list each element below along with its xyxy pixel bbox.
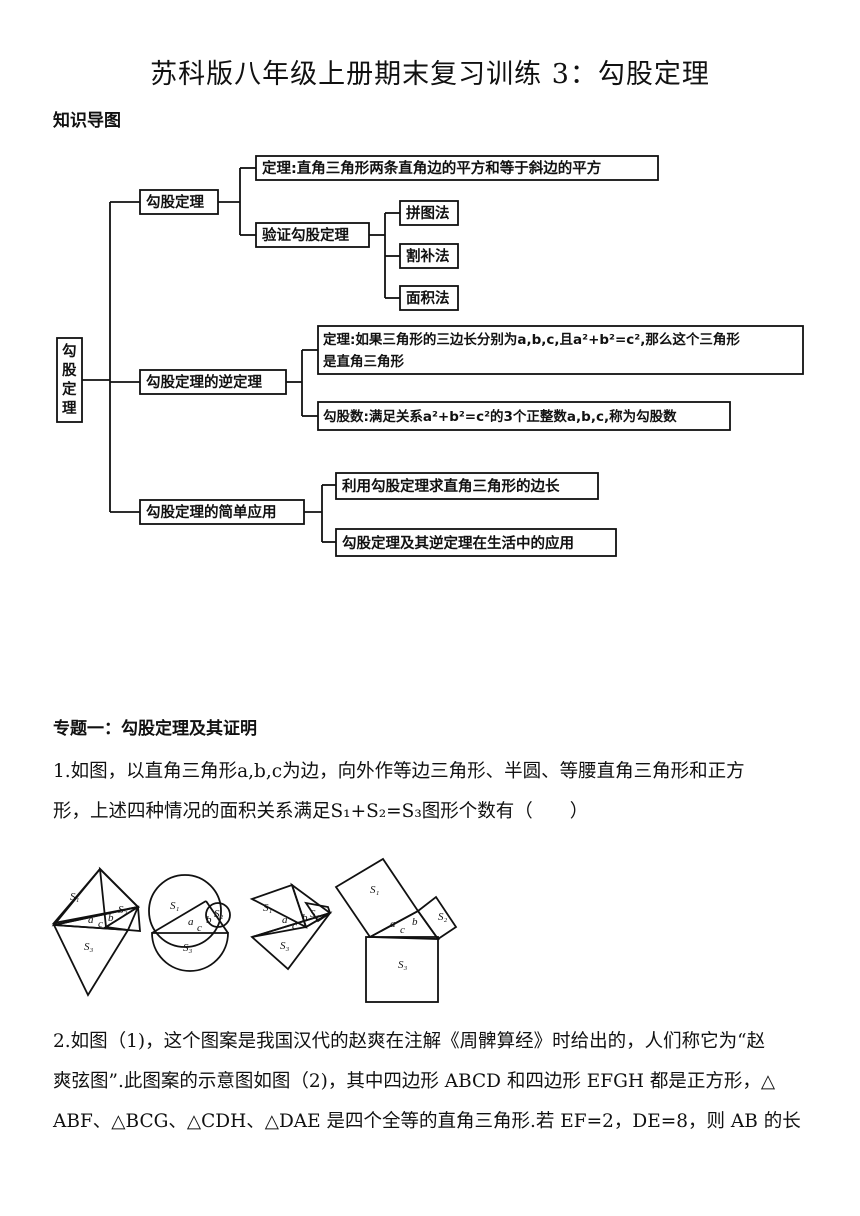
fig-d-s2: S₂ <box>438 911 448 923</box>
converse-theorem-line1: 定理:如果三角形的三边长分别为a,b,c,且a²+b²=c²,那么这个三角形 <box>323 331 740 348</box>
fig-a-s1: S₁ <box>70 891 80 903</box>
method-box-2 <box>399 243 459 269</box>
triple-box <box>317 401 731 431</box>
fig-b-s3: S₃ <box>183 942 193 954</box>
fig-a-s2: S₂ <box>118 904 128 916</box>
fig-b-c: c <box>197 922 202 934</box>
theorem1-text: 定理:直角三角形两条直角边的平方和等于斜边的平方 <box>262 159 601 177</box>
q1-line2: 形，上述四种情况的面积关系满足S₁+S₂=S₃图形个数有（ ） <box>53 801 589 822</box>
fig-c-s2: S₂ <box>310 908 320 920</box>
fig-b-a: a <box>188 916 194 928</box>
q1-line1: 1.如图，以直角三角形a,b,c为边，向外作等边三角形、半圆、等腰直角三角形和正… <box>53 761 745 782</box>
figure-isosceles-right <box>249 882 333 971</box>
method-box-3 <box>399 285 459 311</box>
fig-b-s2: S₂ <box>214 908 224 920</box>
method-3: 面积法 <box>406 289 450 307</box>
fig-c-s3: S₃ <box>280 940 290 952</box>
fig-d-a: a <box>390 918 396 930</box>
fig-b-b: b <box>206 914 212 926</box>
fig-d-b: b <box>412 916 418 928</box>
branch1-label: 勾股定理 <box>146 193 204 211</box>
fig-c-s1: S₁ <box>263 902 273 914</box>
figure-equilateral <box>51 866 141 997</box>
converse-theorem-box <box>317 325 804 375</box>
fig-a-s3: S₃ <box>84 941 94 953</box>
app2-text: 勾股定理及其逆定理在生活中的应用 <box>342 534 574 552</box>
fig-a-b: b <box>108 912 114 924</box>
q2-line3: ABF、△BCG、△CDH、△DAE 是四个全等的直角三角形.若 EF=2，DE… <box>53 1111 801 1132</box>
fig-b-s1: S₁ <box>170 900 180 912</box>
q2-line2: 爽弦图”.此图案的示意图如图（2)，其中四边形 ABCD 和四边形 EFGH 都… <box>53 1071 776 1092</box>
root-char-1: 勾 <box>62 342 77 360</box>
triple-text: 勾股数:满足关系a²+b²=c²的3个正整数a,b,c,称为勾股数 <box>323 408 677 425</box>
method-1: 拼图法 <box>406 204 450 222</box>
converse-theorem-line2: 是直角三角形 <box>323 353 404 370</box>
question-2: 2.如图（1)，这个图案是我国汉代的赵爽在注解《周髀算经》时给出的，人们称它为“… <box>53 1022 813 1142</box>
app2-box <box>335 528 617 557</box>
root-char-4: 理 <box>62 400 77 417</box>
fig-c-a: a <box>282 914 288 926</box>
fig-a-c: c <box>98 918 103 930</box>
method-box-1 <box>399 200 459 226</box>
app1-text: 利用勾股定理求直角三角形的边长 <box>342 477 560 495</box>
mindmap-diagram: 勾 股 定 理 勾股定理 勾股定理的逆定理 勾股定理的简单应用 定理:直角三角形… <box>56 155 804 557</box>
root-char-3: 定 <box>62 380 77 398</box>
question-1: 1.如图，以直角三角形a,b,c为边，向外作等边三角形、半圆、等腰直角三角形和正… <box>53 752 813 832</box>
fig-c-c: c <box>292 920 297 932</box>
page-title: 苏科版八年级上册期末复习训练 3：勾股定理 <box>150 59 710 90</box>
topic1-heading: 专题一：勾股定理及其证明 <box>53 719 257 739</box>
fig-a-a: a <box>88 914 94 926</box>
fig-d-c: c <box>400 924 405 936</box>
q1-figures: S₁ S₂ S₃ a c b S₁ S₂ S₃ a c b S₁ S₂ S₃ a… <box>51 857 458 1003</box>
verify-text: 验证勾股定理 <box>262 226 349 244</box>
figure-squares <box>334 857 458 1003</box>
figure-semicircles <box>148 874 231 972</box>
root-char-2: 股 <box>62 362 77 379</box>
branch2-label: 勾股定理的逆定理 <box>146 373 262 391</box>
method-2: 割补法 <box>406 247 450 265</box>
q2-line1: 2.如图（1)，这个图案是我国汉代的赵爽在注解《周髀算经》时给出的，人们称它为“… <box>53 1031 766 1052</box>
app1-box <box>335 472 599 500</box>
fig-c-b: b <box>302 912 308 924</box>
fig-d-s1: S₁ <box>370 884 380 896</box>
theorem1-box <box>255 155 659 181</box>
branch3-label: 勾股定理的简单应用 <box>146 503 277 521</box>
section-heading-mindmap: 知识导图 <box>53 111 121 131</box>
fig-d-s3: S₃ <box>398 959 408 971</box>
